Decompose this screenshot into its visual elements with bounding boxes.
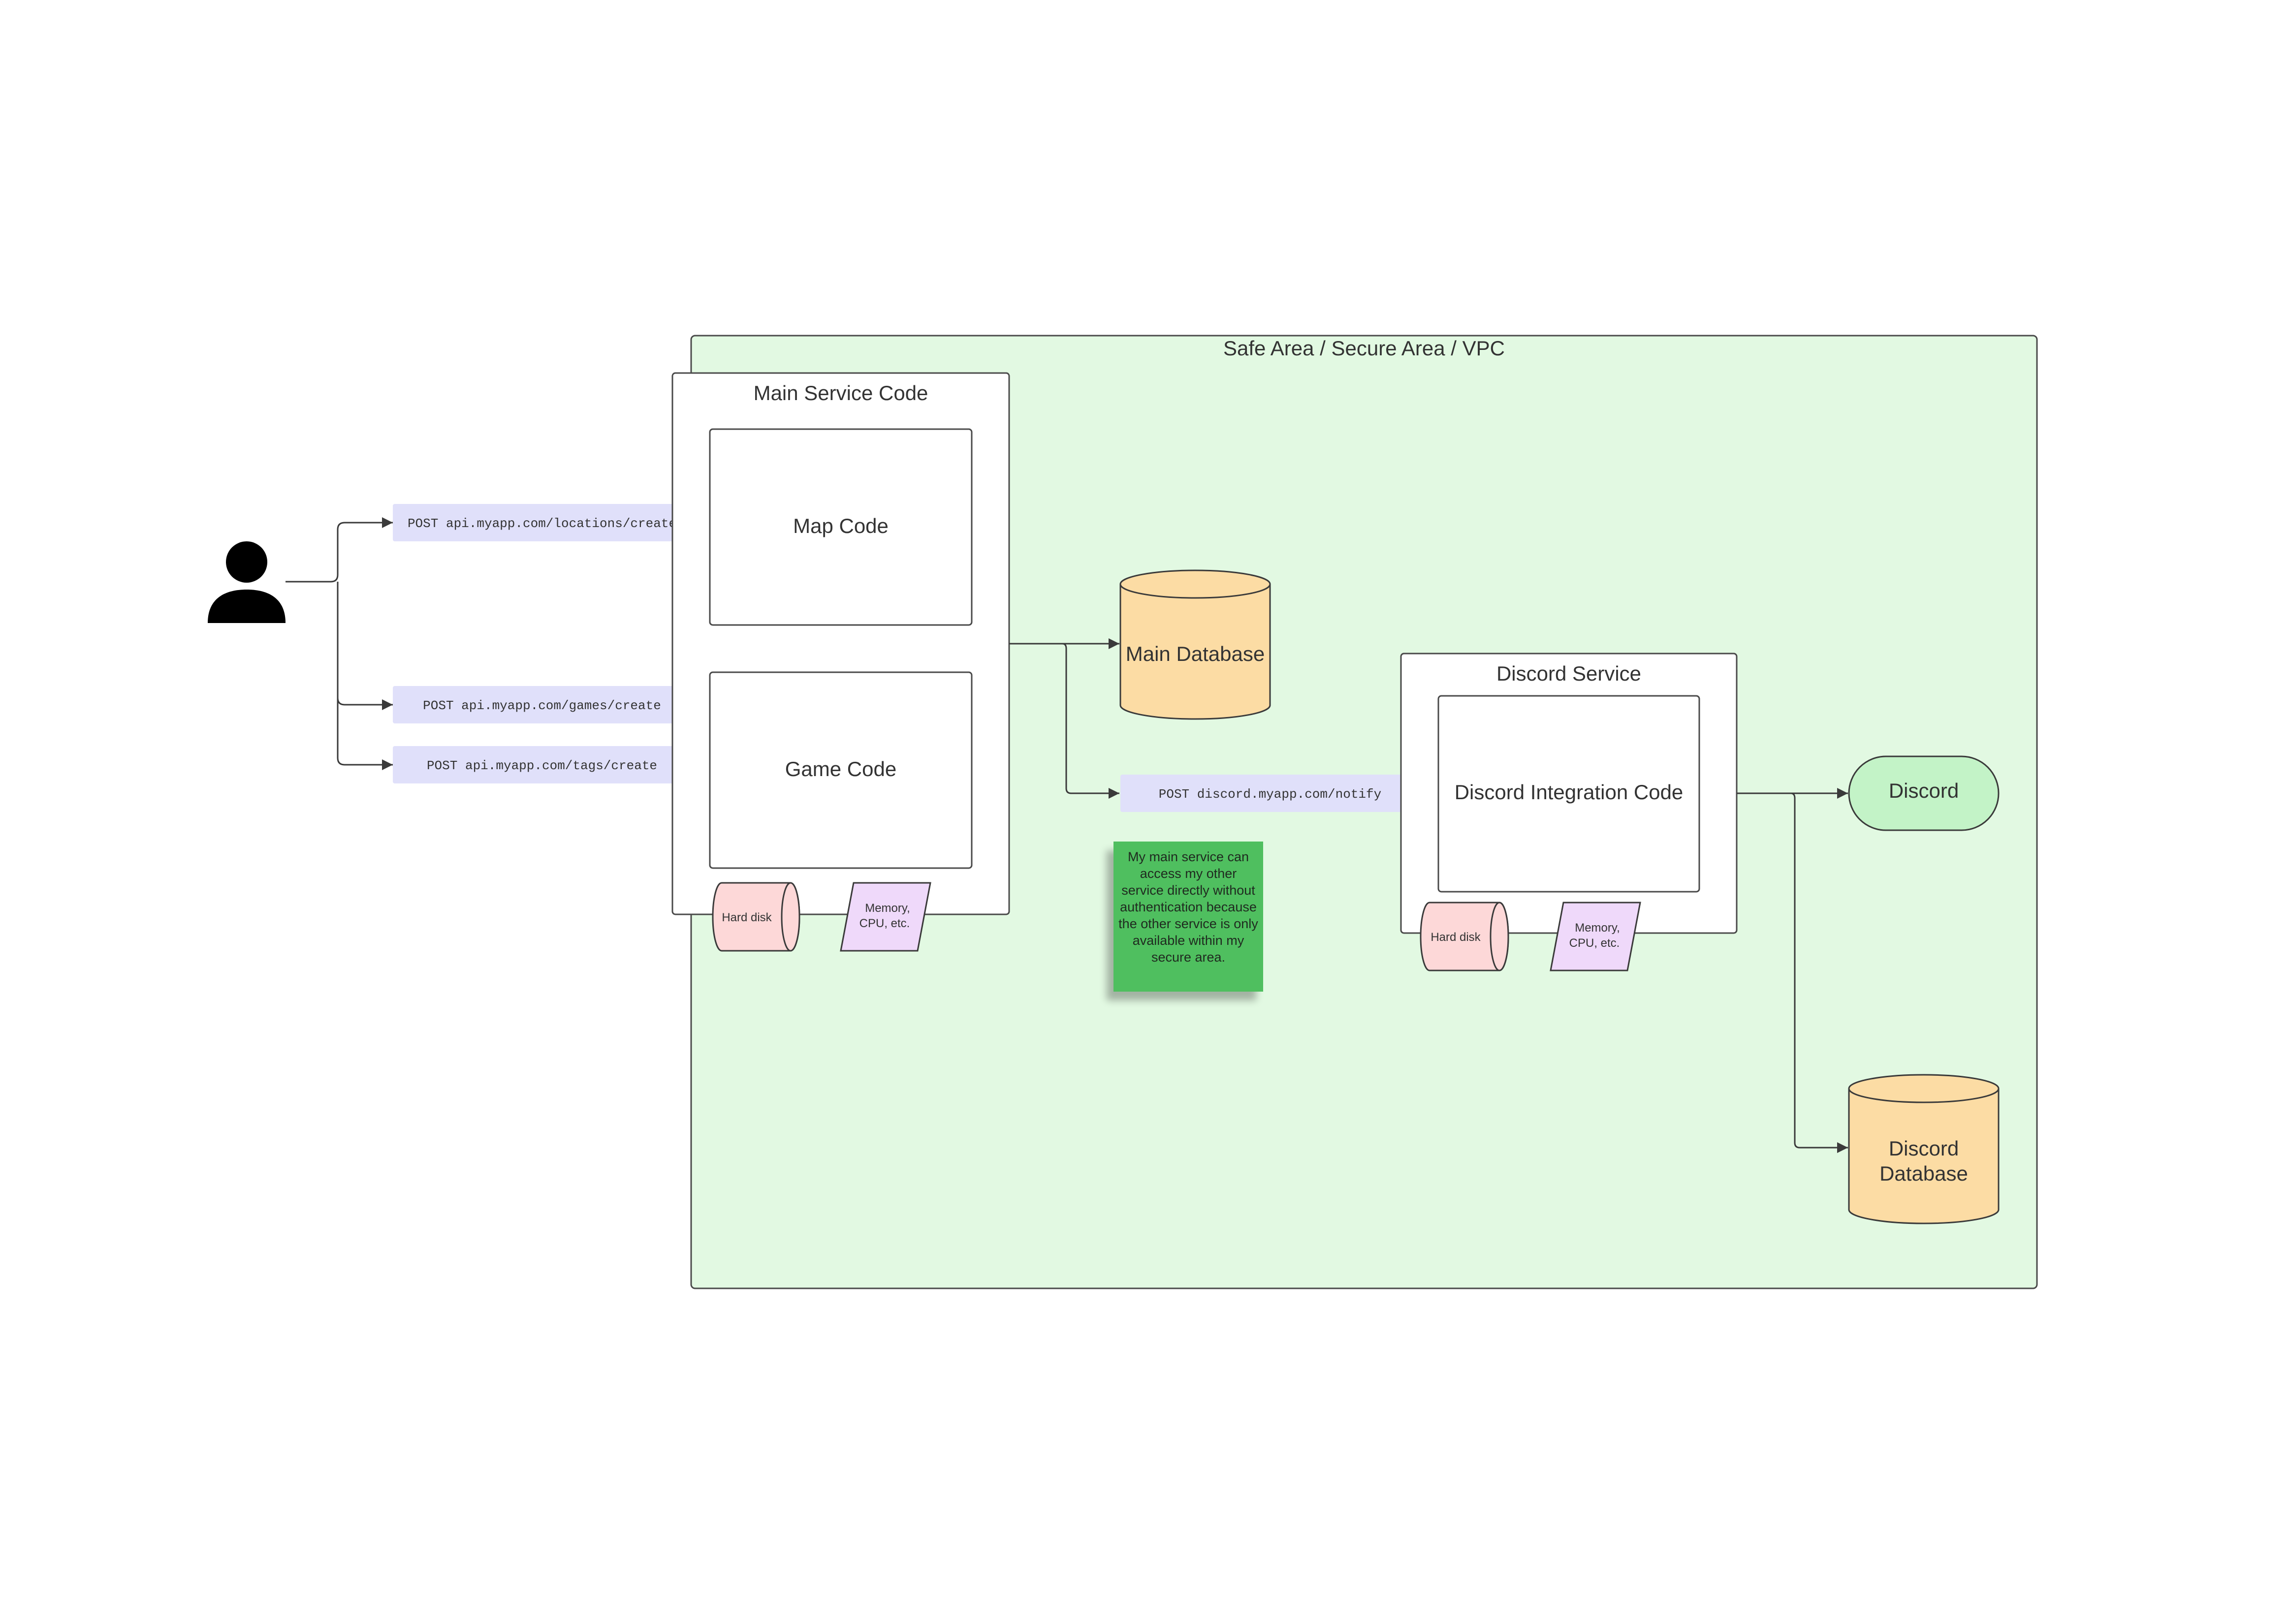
connector-games xyxy=(337,582,393,710)
connector-tags xyxy=(337,698,393,770)
discord-memory-label-line1: Memory, xyxy=(1575,921,1620,935)
connector-locations xyxy=(286,517,393,583)
main-service-connectors xyxy=(1009,638,1119,799)
discord-database[interactable]: Discord Database xyxy=(1848,1074,2000,1224)
discord-integration-box[interactable]: Discord Integration Code xyxy=(1437,695,1700,893)
endpoint-games-label: POST api.myapp.com/games/create xyxy=(423,698,661,713)
vpc-label: Safe Area / Secure Area / VPC xyxy=(1223,337,1505,360)
discord-service-title: Discord Service xyxy=(1496,662,1641,685)
sticky-note[interactable]: My main service can access my other serv… xyxy=(1113,842,1263,992)
endpoint-tags-label: POST api.myapp.com/tags/create xyxy=(427,758,657,773)
connector-notify xyxy=(1056,643,1119,799)
map-code-box[interactable]: Map Code xyxy=(709,428,973,626)
main-database[interactable]: Main Database xyxy=(1119,569,1271,720)
user-connectors xyxy=(286,517,393,770)
user-icon[interactable] xyxy=(208,541,286,623)
main-hard-disk[interactable]: Hard disk xyxy=(712,882,800,952)
main-memory[interactable]: Memory, CPU, etc. xyxy=(840,882,931,952)
main-database-label: Main Database xyxy=(1126,642,1265,665)
discord-memory-label-line2: CPU, etc. xyxy=(1569,937,1620,950)
discord-memory[interactable]: Memory, CPU, etc. xyxy=(1550,902,1641,971)
discord-database-label-line1: Discord xyxy=(1889,1137,1959,1160)
discord-node[interactable]: Discord xyxy=(1848,755,2000,831)
game-code-label: Game Code xyxy=(785,757,896,781)
discord-label: Discord xyxy=(1889,779,1959,802)
discord-hard-disk-label: Hard disk xyxy=(1431,931,1481,944)
main-service-title: Main Service Code xyxy=(754,381,928,405)
endpoint-locations-label: POST api.myapp.com/locations/create xyxy=(408,516,676,531)
discord-integration-label: Discord Integration Code xyxy=(1455,781,1684,804)
endpoint-notify[interactable]: POST discord.myapp.com/notify xyxy=(1120,775,1420,812)
endpoint-tags[interactable]: POST api.myapp.com/tags/create xyxy=(393,746,691,783)
game-code-box[interactable]: Game Code xyxy=(709,671,973,869)
discord-database-label-line2: Database xyxy=(1879,1162,1968,1185)
main-memory-label-line2: CPU, etc. xyxy=(859,917,910,930)
connector-discord-database xyxy=(1788,792,1848,1153)
endpoint-notify-label: POST discord.myapp.com/notify xyxy=(1159,787,1381,802)
discord-hard-disk[interactable]: Hard disk xyxy=(1420,902,1509,971)
main-memory-label-line1: Memory, xyxy=(865,902,910,915)
map-code-label: Map Code xyxy=(793,514,889,537)
main-hard-disk-label: Hard disk xyxy=(722,911,772,924)
discord-service-connectors xyxy=(1737,788,1848,1153)
endpoint-locations[interactable]: POST api.myapp.com/locations/create xyxy=(393,504,691,541)
endpoint-games[interactable]: POST api.myapp.com/games/create xyxy=(393,686,691,723)
